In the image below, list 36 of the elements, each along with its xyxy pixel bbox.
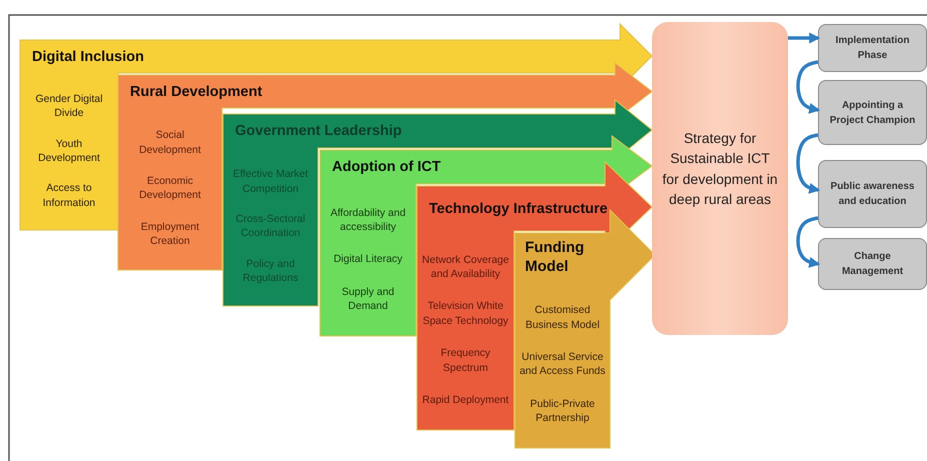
strategy-text: Strategy for Sustainable ICT for development in deep rural areas xyxy=(661,128,779,209)
band-heading: Digital Inclusion xyxy=(32,48,144,66)
phase-box xyxy=(818,24,927,72)
band-item: Policy and Regulations xyxy=(242,257,300,286)
band-heading: Government Leadership xyxy=(235,122,402,141)
band-item: Universal Service and Access Funds xyxy=(518,350,606,379)
band-item: Employment Creation xyxy=(140,220,200,248)
band-item: Social Development xyxy=(138,128,202,157)
band-item: Youth Development xyxy=(37,136,101,166)
band-item: Gender Digital Divide xyxy=(34,92,104,121)
band-item: Digital Literacy xyxy=(332,252,404,267)
band-item: Frequency Spectrum xyxy=(440,346,492,375)
band-item: Effective Market Competition xyxy=(232,167,310,196)
band-heading: Funding Model xyxy=(525,239,586,276)
band-item: Rapid Deployment xyxy=(422,393,510,408)
phase-box xyxy=(818,80,927,145)
band-item: Cross-Sectoral Coordination xyxy=(234,212,306,241)
phase-label: Appointing a Project Champion xyxy=(828,98,916,128)
band-item: Affordability and accessibility xyxy=(329,206,407,234)
phase-label: Change Management xyxy=(840,250,904,279)
arrow xyxy=(788,32,820,44)
band-item: Customised Business Model xyxy=(524,303,601,332)
phase-label: Public awareness and education xyxy=(830,180,916,209)
band-heading: Technology Infrastructure xyxy=(429,200,608,218)
phase-box xyxy=(818,238,927,290)
band-item: Access to Information xyxy=(42,181,96,210)
band-item: Supply and Demand xyxy=(340,285,396,314)
band-heading: Rural Development xyxy=(130,82,262,102)
band-item: Network Coverage and Availability xyxy=(422,252,510,281)
band-item: Television White Space Technology xyxy=(422,299,510,328)
band-item: Public-Private Partnership xyxy=(529,397,596,426)
strategy-box xyxy=(652,22,788,335)
band-item: Economic Development xyxy=(138,174,202,203)
band-heading: Adoption of ICT xyxy=(332,158,441,177)
phase-label: Implementation Phase xyxy=(834,34,910,63)
phase-box xyxy=(818,160,927,228)
